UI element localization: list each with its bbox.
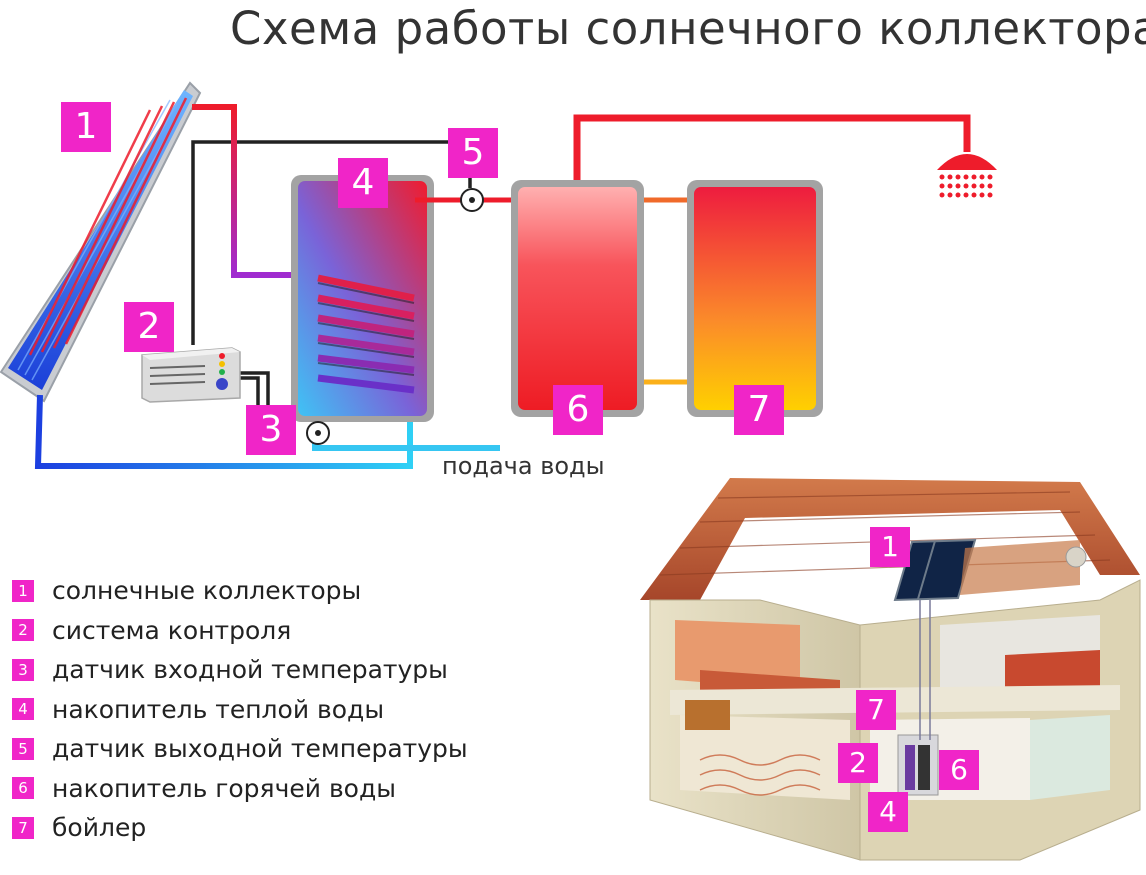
legend-number: 7: [12, 816, 34, 839]
legend-text: система контроля: [52, 615, 292, 645]
legend-text: солнечные коллекторы: [52, 576, 362, 606]
legend-number: 5: [12, 737, 34, 760]
badge-inlet-sensor: 3: [246, 405, 296, 455]
boiler-tank: [687, 180, 823, 417]
inlet-sensor: [306, 421, 330, 445]
legend-text: датчик входной температуры: [52, 655, 448, 685]
legend-number: 1: [12, 579, 34, 602]
cold-return-pipe: [34, 394, 413, 469]
legend-item: 5 датчик выходной температуры: [12, 729, 468, 769]
house-badge-boiler: 7: [856, 690, 896, 730]
legend-item: 2 система контроля: [12, 611, 468, 651]
legend-item: 1 солнечные коллекторы: [12, 571, 468, 611]
legend-item: 4 накопитель теплой воды: [12, 690, 468, 730]
house-badge-hot-tank: 6: [939, 750, 979, 790]
outlet-sensor: [460, 188, 484, 212]
house-badge-solar-collector: 1: [870, 527, 910, 567]
badge-solar-collector: 1: [61, 102, 111, 152]
legend-number: 2: [12, 619, 34, 642]
water-supply-label: подача воды: [442, 452, 605, 480]
badge-control-system: 2: [124, 302, 174, 352]
legend-text: бойлер: [52, 813, 147, 843]
shower-head-icon: [937, 118, 997, 198]
legend-number: 4: [12, 698, 34, 721]
house-badge-warm-tank: 4: [868, 792, 908, 832]
solar-panel: [0, 81, 202, 403]
legend-item: 3 датчик входной температуры: [12, 650, 468, 690]
legend-number: 6: [12, 777, 34, 800]
legend: 1 солнечные коллекторы 2 система контрол…: [12, 571, 468, 848]
hot-feed-pipe: [192, 104, 320, 278]
badge-warm-tank: 4: [338, 158, 388, 208]
legend-number: 3: [12, 658, 34, 681]
house-illustration: [640, 478, 1141, 861]
control-unit: [141, 347, 241, 403]
page-title: Схема работы солнечного коллектора: [230, 2, 1146, 55]
legend-text: датчик выходной температуры: [52, 734, 468, 764]
legend-text: накопитель горячей воды: [52, 773, 396, 803]
tank-hot-water: [511, 180, 644, 417]
legend-text: накопитель теплой воды: [52, 694, 385, 724]
house-badge-control-system: 2: [838, 743, 878, 783]
legend-item: 7 бойлер: [12, 808, 468, 848]
badge-hot-tank: 6: [553, 385, 603, 435]
heat-exchanger-coil: [317, 274, 415, 394]
badge-boiler: 7: [734, 385, 784, 435]
badge-outlet-sensor: 5: [448, 128, 498, 178]
legend-item: 6 накопитель горячей воды: [12, 769, 468, 809]
